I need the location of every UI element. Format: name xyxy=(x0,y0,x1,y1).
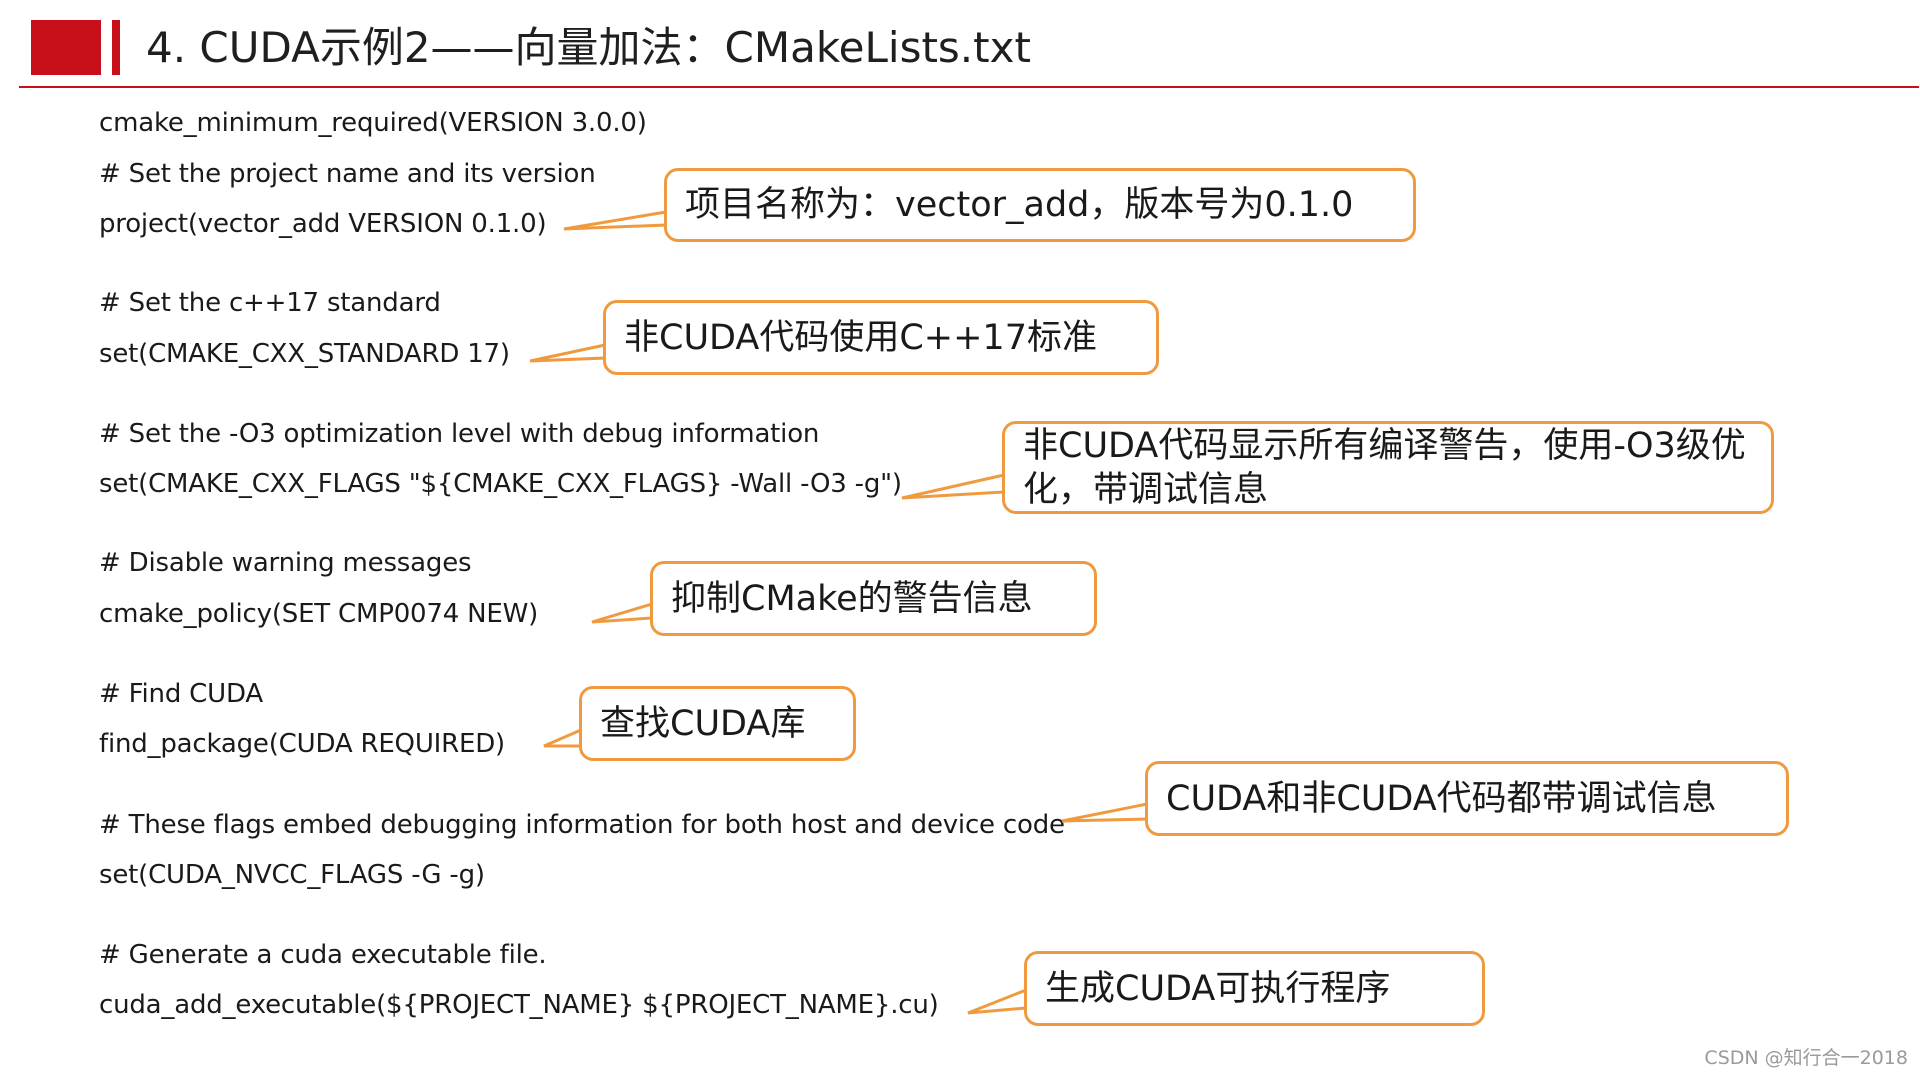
callout-policy: 抑制CMake的警告信息 xyxy=(650,561,1097,636)
watermark: CSDN @知行合一2018 xyxy=(1704,1047,1908,1069)
callout-pointer-1 xyxy=(563,210,668,231)
slide-title: 4. CUDA示例2——向量加法：CMakeLists.txt xyxy=(146,23,1031,72)
callout-find-cuda-text: 查找CUDA库 xyxy=(600,703,806,744)
callout-cxx-standard-text: 非CUDA代码使用C++17标准 xyxy=(624,317,1097,358)
code-line-policy: cmake_policy(SET CMP0074 NEW) xyxy=(99,599,539,629)
code-line-project: project(vector_add VERSION 0.1.0) xyxy=(99,209,547,239)
title-accent-bar xyxy=(112,20,120,75)
title-divider xyxy=(19,86,1919,88)
callout-find-cuda: 查找CUDA库 xyxy=(579,686,856,761)
code-line-find-cuda: find_package(CUDA REQUIRED) xyxy=(99,729,505,759)
callout-pointer-2 xyxy=(529,343,607,363)
code-line-executable: cuda_add_executable(${PROJECT_NAME} ${PR… xyxy=(99,990,939,1020)
callout-cxx-standard: 非CUDA代码使用C++17标准 xyxy=(603,300,1159,375)
callout-nvcc-flags: CUDA和非CUDA代码都带调试信息 xyxy=(1145,761,1789,836)
callout-executable: 生成CUDA可执行程序 xyxy=(1024,951,1485,1026)
callout-pointer-5 xyxy=(543,727,583,748)
callout-cxx-flags-text: 非CUDA代码显示所有编译警告，使用-O3级优化，带调试信息 xyxy=(1023,425,1746,510)
callout-executable-text: 生成CUDA可执行程序 xyxy=(1045,968,1391,1009)
code-comment-project: # Set the project name and its version xyxy=(99,159,596,189)
code-comment-executable: # Generate a cuda executable file. xyxy=(99,940,547,970)
callout-cxx-flags: 非CUDA代码显示所有编译警告，使用-O3级优化，带调试信息 xyxy=(1002,421,1774,514)
title-accent-block xyxy=(31,20,101,75)
callout-nvcc-flags-text: CUDA和非CUDA代码都带调试信息 xyxy=(1166,778,1717,819)
callout-pointer-3 xyxy=(901,473,1006,500)
code-comment-cxx-standard: # Set the c++17 standard xyxy=(99,288,441,318)
callout-pointer-7 xyxy=(967,987,1028,1015)
code-comment-find-cuda: # Find CUDA xyxy=(99,679,263,709)
code-comment-cxx-flags: # Set the -O3 optimization level with de… xyxy=(99,419,820,449)
code-line-cxx-standard: set(CMAKE_CXX_STANDARD 17) xyxy=(99,339,510,369)
callout-pointer-6 xyxy=(1061,802,1149,823)
code-comment-policy: # Disable warning messages xyxy=(99,548,472,578)
code-line-nvcc-flags: set(CUDA_NVCC_FLAGS -G -g) xyxy=(99,860,485,890)
callout-policy-text: 抑制CMake的警告信息 xyxy=(671,578,1033,619)
code-comment-nvcc-flags: # These flags embed debugging informatio… xyxy=(99,810,1065,840)
code-line-cmake-minimum: cmake_minimum_required(VERSION 3.0.0) xyxy=(99,108,647,138)
callout-pointer-4 xyxy=(591,601,654,624)
callout-project-text: 项目名称为：vector_add，版本号为0.1.0 xyxy=(685,185,1354,225)
code-line-cxx-flags: set(CMAKE_CXX_FLAGS "${CMAKE_CXX_FLAGS} … xyxy=(99,469,902,499)
callout-project: 项目名称为：vector_add，版本号为0.1.0 xyxy=(664,168,1416,242)
